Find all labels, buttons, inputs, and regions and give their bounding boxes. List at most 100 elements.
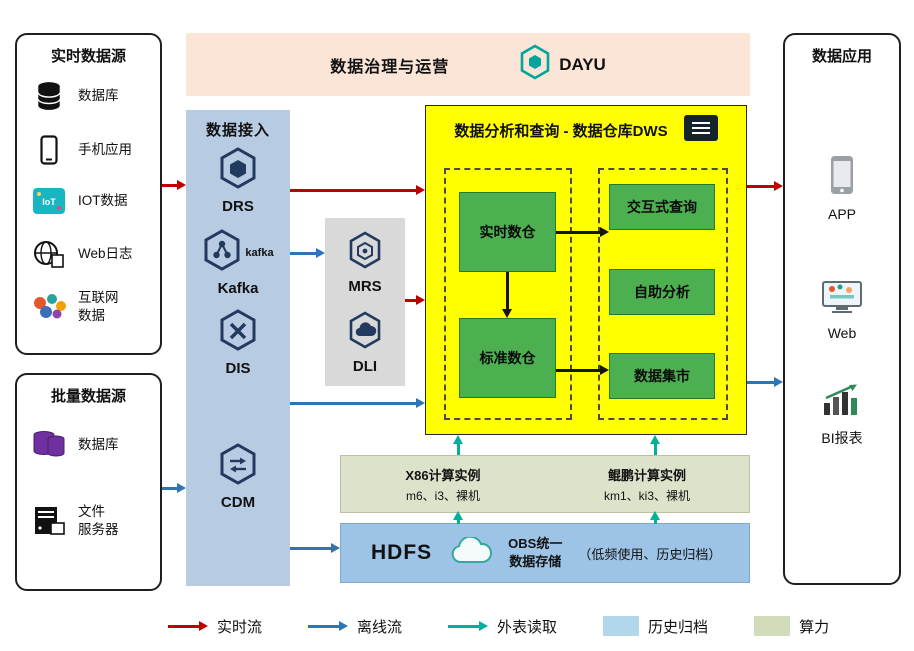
kunpeng-compute: 鲲鹏计算实例 km1、ki3、裸机 xyxy=(545,465,749,504)
ingestion-column: 数据接入 DRS kafka Kafka DIS xyxy=(186,110,290,586)
legend-item-realtime: 实时流 xyxy=(168,616,262,637)
cdm-icon xyxy=(218,442,258,491)
arrow-batch-to-ingestion xyxy=(162,482,186,494)
obs-cloud-icon xyxy=(448,535,493,570)
legend-item-compute-power: 算力 xyxy=(754,616,829,637)
middleware-item-dli: DLI xyxy=(325,310,405,375)
mrs-icon xyxy=(347,230,383,275)
standard-warehouse-box: 标准数仓 xyxy=(459,318,556,398)
legend-item-offline: 离线流 xyxy=(308,616,402,637)
arrow-ingestion-to-dws-top xyxy=(290,184,425,196)
web-monitor-icon xyxy=(821,280,863,319)
app-item-label: APP xyxy=(827,206,856,222)
batch-item-label: 数据库 xyxy=(78,437,119,453)
arrow-hdfs-to-compute-right xyxy=(649,511,661,524)
dli-icon xyxy=(347,310,383,355)
legend-label: 算力 xyxy=(799,618,830,636)
database-icon xyxy=(29,81,69,111)
legend-item-archive: 历史归档 xyxy=(603,616,708,637)
legend-label: 外表读取 xyxy=(497,618,558,636)
file-server-icon xyxy=(29,506,69,536)
x86-subtitle: m6、i3、裸机 xyxy=(405,488,480,503)
governance-banner: 数据治理与运营 DAYU xyxy=(186,33,750,96)
mobile-phone-icon xyxy=(29,135,69,165)
arrow-compute-to-dws-left xyxy=(452,435,464,455)
app-phone-icon xyxy=(830,155,854,200)
web-log-icon xyxy=(29,240,69,268)
x86-compute: X86计算实例 m6、i3、裸机 xyxy=(341,465,545,504)
legend-item-external-read: 外表读取 xyxy=(448,616,557,637)
middleware-item-label: MRS xyxy=(348,278,382,295)
drs-icon xyxy=(218,146,258,195)
x86-title: X86计算实例 xyxy=(405,467,481,483)
self-analysis-box: 自助分析 xyxy=(609,269,715,315)
ingestion-item-label: DRS xyxy=(222,198,254,215)
ingestion-title: 数据接入 xyxy=(205,122,270,139)
dayu-name: DAYU xyxy=(559,54,606,74)
batch-sources-panel: 批量数据源 数据库 文件 服务器 xyxy=(15,373,162,591)
governance-title: 数据治理与运营 xyxy=(330,58,450,76)
source-item-label: Web日志 xyxy=(78,246,133,262)
ingestion-item-kafka: kafka Kafka xyxy=(186,228,290,297)
kunpeng-title: 鲲鹏计算实例 xyxy=(607,467,686,483)
service-label: 自助分析 xyxy=(634,284,690,300)
storage-note: （低频使用、历史归档） xyxy=(578,546,722,562)
arrow-compute-to-dws-right xyxy=(649,435,661,455)
legend-archive-swatch xyxy=(603,616,640,636)
arrow-realtime-to-query xyxy=(556,226,609,238)
kafka-logo: kafka xyxy=(245,246,274,259)
legend-compute-swatch xyxy=(754,616,791,636)
app-item-app: APP xyxy=(785,155,899,222)
realtime-sources-title: 实时数据源 xyxy=(50,48,126,65)
middleware-item-label: DLI xyxy=(352,358,378,375)
ingestion-item-drs: DRS xyxy=(186,146,290,215)
bi-chart-icon xyxy=(821,383,863,422)
arrow-dws-to-app xyxy=(747,180,783,192)
internet-data-icon xyxy=(29,293,69,321)
arrow-realtime-to-standard xyxy=(501,272,513,318)
source-item-label: 互联网 数据 xyxy=(78,290,119,323)
legend-offline-arrow-icon xyxy=(308,620,349,632)
app-item-web: Web xyxy=(785,280,899,341)
iot-icon: IoT xyxy=(29,188,69,214)
legend-label: 离线流 xyxy=(357,618,403,636)
applications-title: 数据应用 xyxy=(811,48,872,65)
arrow-hdfs-to-compute-left xyxy=(452,511,464,524)
source-item-weblog: Web日志 xyxy=(29,240,133,268)
dayu-icon xyxy=(519,44,551,85)
obs-label: OBS统一 数据存储 xyxy=(508,536,563,569)
applications-panel: 数据应用 APP Web BI报表 xyxy=(783,33,901,585)
arrow-cdm-to-hdfs xyxy=(290,542,340,554)
batch-sources-title: 批量数据源 xyxy=(50,388,126,405)
dws-box: 数据分析和查询 - 数据仓库DWS 实时数仓 标准数仓 交互式查询 自助分析 数… xyxy=(425,105,747,435)
source-item-internet: 互联网 数据 xyxy=(29,289,119,324)
arrow-middleware-to-dws xyxy=(405,294,425,306)
source-item-label: IOT数据 xyxy=(78,193,128,209)
arrow-dws-to-bi xyxy=(747,376,783,388)
report-icon xyxy=(683,115,718,146)
legend-label: 历史归档 xyxy=(648,618,709,636)
storage-box: HDFS OBS统一 数据存储 （低频使用、历史归档） xyxy=(340,523,750,583)
warehouse-group xyxy=(444,168,572,420)
arrow-ingestion-to-dws-bottom xyxy=(290,397,425,409)
service-label: 数据集市 xyxy=(634,368,690,384)
dws-title: 数据分析和查询 - 数据仓库DWS xyxy=(454,123,668,140)
ingestion-item-label: DIS xyxy=(225,360,251,377)
legend-realtime-arrow-icon xyxy=(168,620,208,632)
compute-box: X86计算实例 m6、i3、裸机 鲲鹏计算实例 km1、ki3、裸机 xyxy=(340,455,750,513)
app-item-bi: BI报表 xyxy=(785,383,899,448)
data-mart-box: 数据集市 xyxy=(609,353,715,399)
batch-item-label: 文件 服务器 xyxy=(78,504,119,537)
ingestion-item-cdm: CDM xyxy=(186,442,290,511)
purple-database-icon xyxy=(29,430,69,460)
ingestion-item-dis: DIS xyxy=(186,308,290,377)
ingestion-item-label: CDM xyxy=(220,494,256,511)
batch-item-database: 数据库 xyxy=(29,430,119,460)
source-item-database: 数据库 xyxy=(29,81,119,111)
dayu-brand: DAYU xyxy=(519,44,606,85)
kafka-icon xyxy=(202,228,242,277)
arrow-realtime-to-ingestion xyxy=(162,179,186,191)
arrow-kafka-to-mrs xyxy=(290,247,325,259)
service-label: 交互式查询 xyxy=(627,199,697,215)
